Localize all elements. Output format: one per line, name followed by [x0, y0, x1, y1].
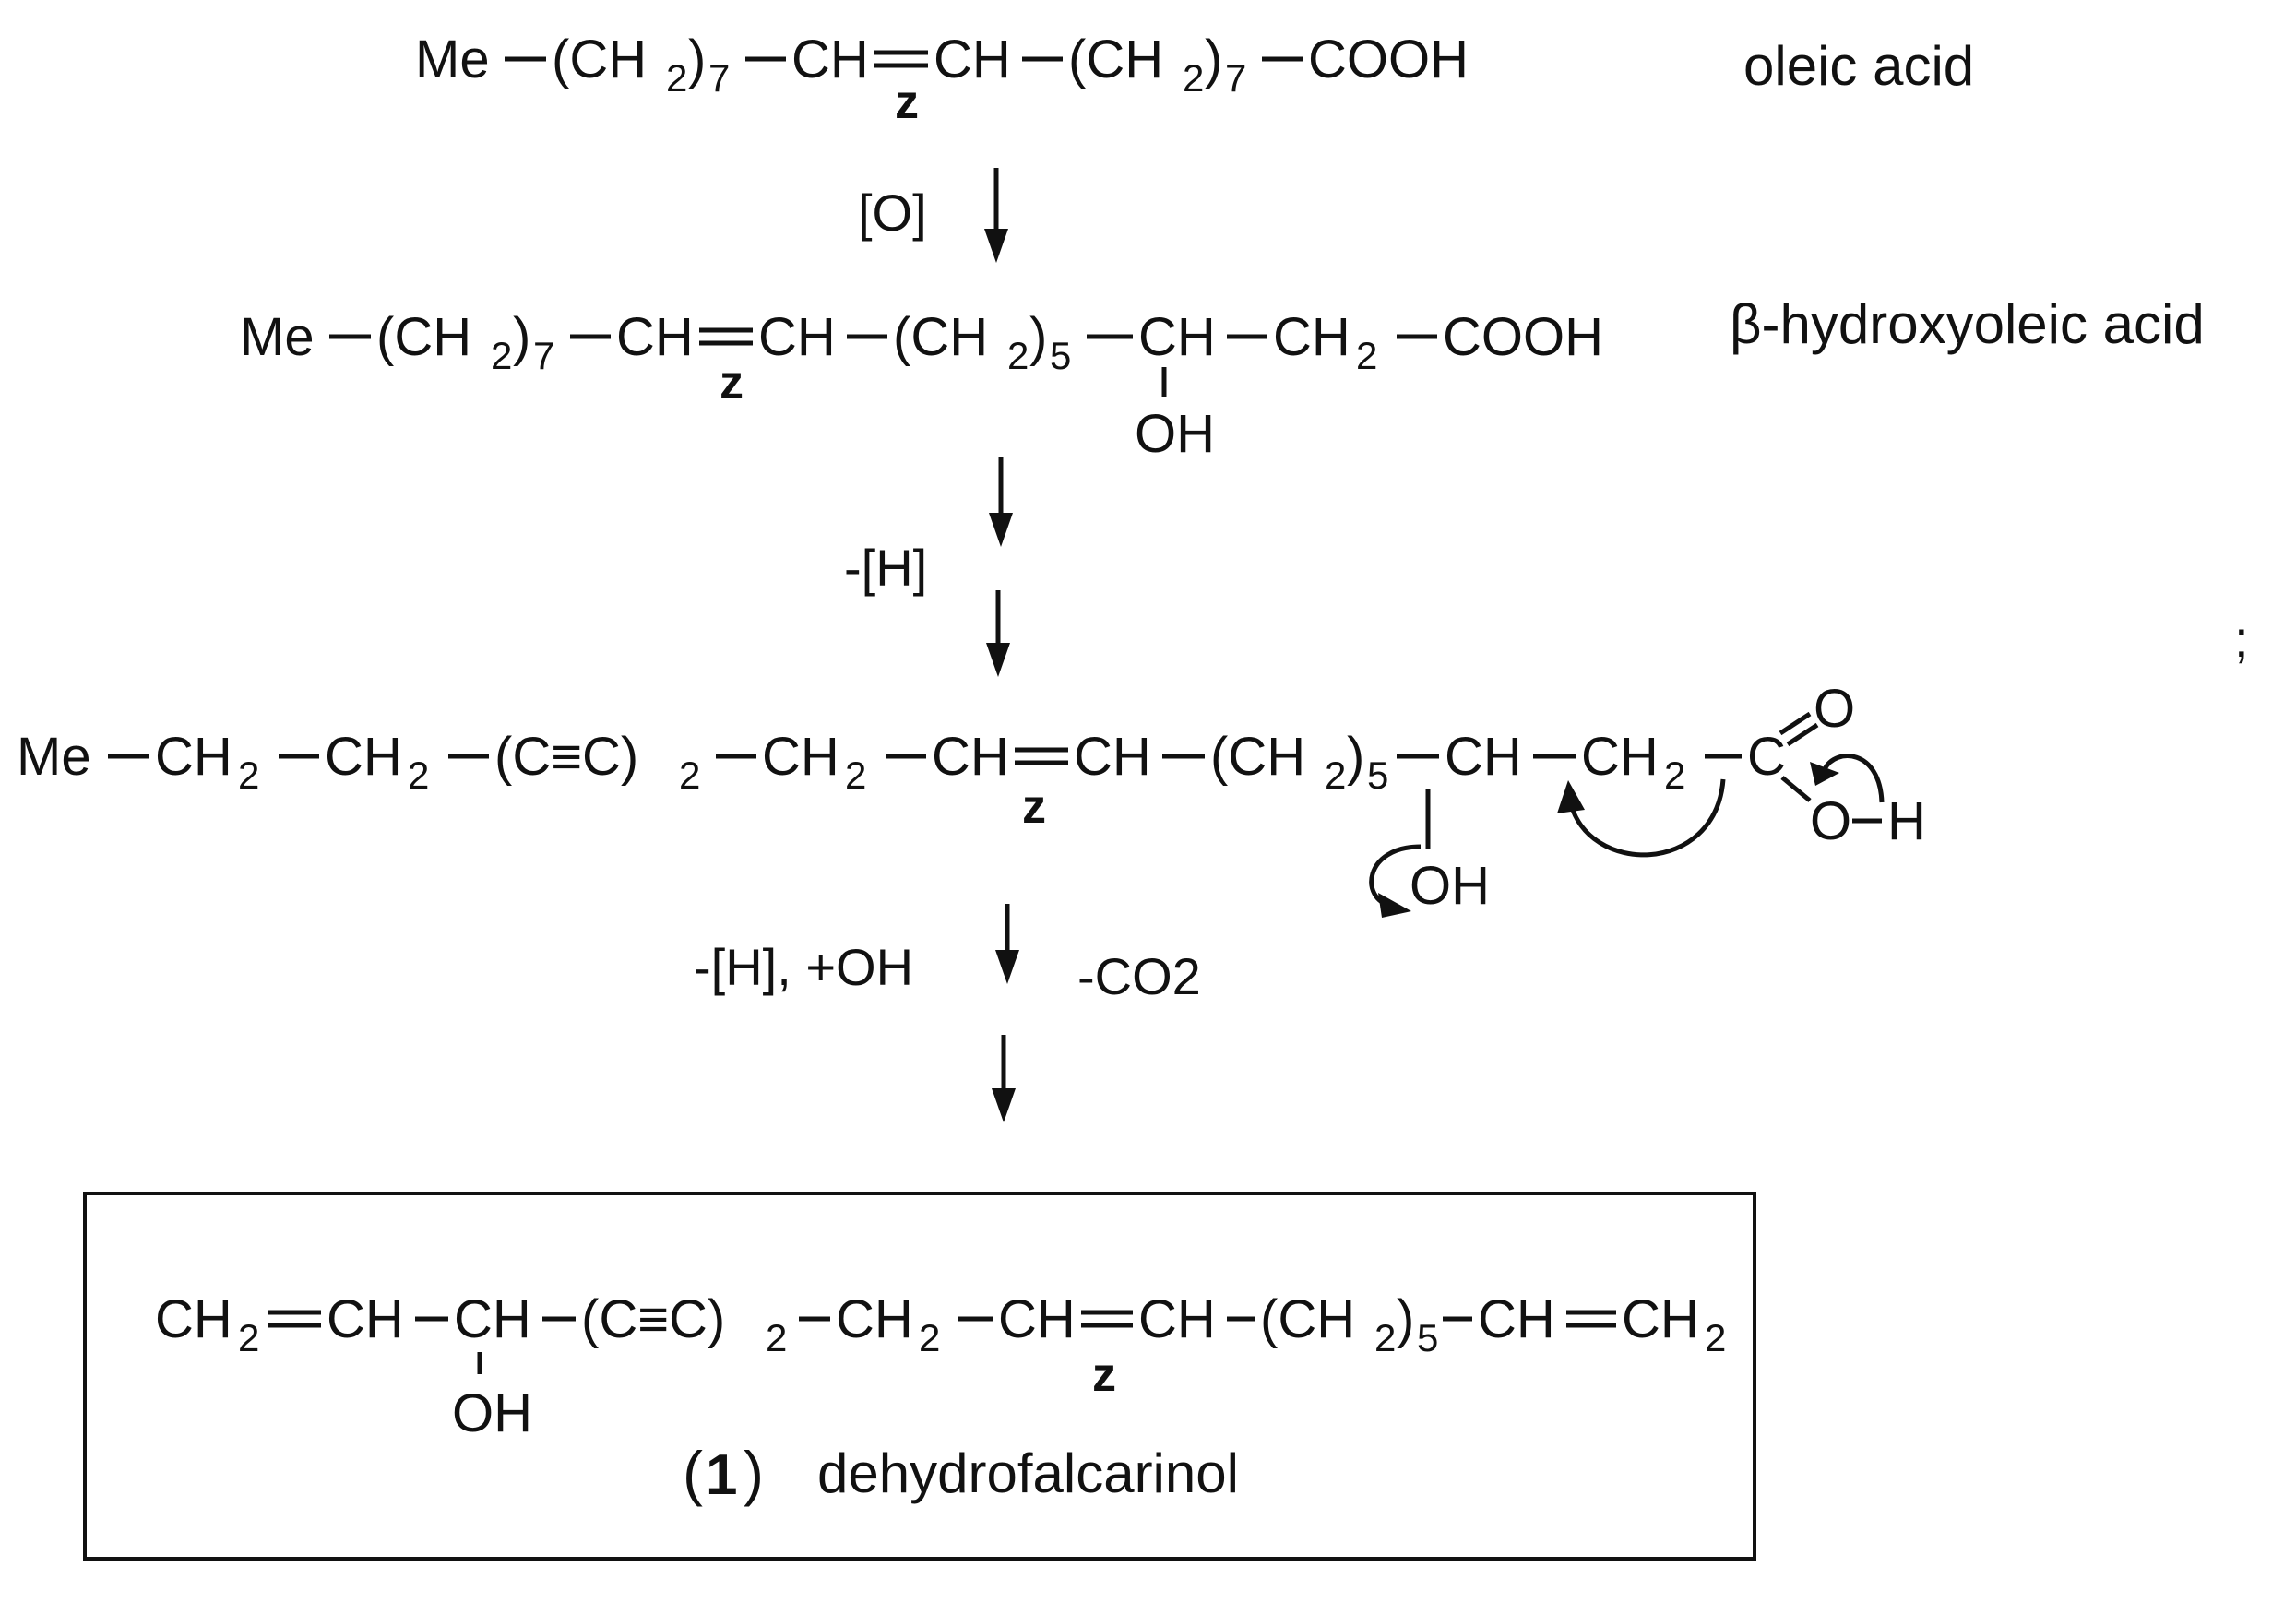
count: 7 [533, 334, 554, 377]
ch-group: CH [758, 307, 836, 367]
z-label: z [1092, 1348, 1116, 1402]
z-label: z [1022, 780, 1046, 834]
ch-group: CH [934, 30, 1011, 89]
paren: ) [688, 30, 706, 89]
z-label: z [720, 356, 744, 409]
count: 7 [1225, 56, 1246, 100]
carbonyl-carbon: C [1747, 727, 1786, 787]
paren: ) [513, 307, 530, 367]
compound-name: dehydrofalcarinol [817, 1442, 1239, 1504]
sub: 2 [1705, 1316, 1726, 1359]
paren: ) [1397, 1289, 1414, 1349]
ch-group: CH [1445, 727, 1522, 787]
intermediate-formula: Me CH 2 CH 2 (C≡C) 2 CH 2 CH z CH (CH 2 … [17, 679, 1926, 916]
oleic-acid-label: oleic acid [1743, 35, 1974, 97]
sub: 2 [1183, 56, 1204, 100]
ch2-group: CH [1581, 727, 1659, 787]
stray-mark: ; [2234, 610, 2249, 668]
diyne-group: (C≡C) [581, 1289, 725, 1349]
sub: 2 [238, 1316, 259, 1359]
ch-group: CH [1138, 1289, 1216, 1349]
sub: 2 [1007, 334, 1029, 377]
ch-group: CH [616, 307, 694, 367]
ch-group: CH [454, 1289, 531, 1349]
z-label: z [895, 76, 919, 129]
count: 5 [1050, 334, 1071, 377]
ch2-group: CH [836, 1289, 913, 1349]
ch2-chain: (CH [1210, 727, 1305, 787]
count: 5 [1367, 754, 1388, 797]
ch-group: CH [1478, 1289, 1555, 1349]
sub: 2 [845, 754, 866, 797]
arrow-step-3a [995, 904, 1019, 984]
sub: 2 [1356, 334, 1377, 377]
sub: 2 [766, 1316, 787, 1359]
svg-text:(: ( [683, 1439, 703, 1507]
carbonyl-oxygen: O [1814, 679, 1855, 739]
ch2-group: CH [325, 727, 402, 787]
cooh-group: COOH [1443, 307, 1603, 367]
count: 7 [708, 56, 730, 100]
ch2-group: CH [155, 1289, 232, 1349]
product-label: ( 1 ) dehydrofalcarinol [683, 1439, 1239, 1507]
reagent-dehydrogenation: -[H] [844, 539, 927, 597]
me-group: Me [17, 727, 91, 787]
hydroxyoleic-acid-formula: Me (CH 2 ) 7 CH z CH (CH 2 ) 5 CH OH CH … [240, 307, 1603, 464]
sub: 2 [1664, 754, 1685, 797]
me-group: Me [240, 307, 315, 367]
sub: 2 [679, 754, 700, 797]
ch2-group: CH [762, 727, 839, 787]
ch-group: CH [932, 727, 1009, 787]
dehydrofalcarinol-formula: CH 2 CH CH OH (C≡C) 2 CH 2 CH z CH (CH 2… [155, 1289, 1726, 1443]
ch2-chain: (CH [376, 307, 471, 367]
me-group: Me [415, 30, 490, 89]
arrow-step-1 [984, 168, 1008, 263]
ch-group: CH [1138, 307, 1216, 367]
diyne-group: (C≡C) [494, 727, 638, 787]
paren: ) [1029, 307, 1047, 367]
ch2-group: CH [1273, 307, 1350, 367]
count: 5 [1417, 1316, 1438, 1359]
oh-group: OH [1135, 404, 1215, 464]
sub: 2 [238, 754, 259, 797]
sub: 2 [1374, 1316, 1396, 1359]
paren: ) [1347, 727, 1364, 787]
sub: 2 [919, 1316, 940, 1359]
curved-arrow-oh [1369, 844, 1422, 918]
sub: 2 [491, 334, 512, 377]
hydroxyl-hydrogen: H [1887, 791, 1926, 851]
arrow-step-2a [989, 457, 1013, 547]
ch2-chain: (CH [552, 30, 647, 89]
ch2-group: CH [155, 727, 232, 787]
reagent-decarboxylation: -CO2 [1077, 947, 1201, 1005]
ch2-chain: (CH [1068, 30, 1163, 89]
oh-group: OH [1410, 856, 1490, 916]
cooh-group: COOH [1308, 30, 1469, 89]
reagent-oxidation-hydroxylation: -[H], +OH [694, 938, 913, 996]
svg-text:): ) [744, 1439, 764, 1507]
ch-group: CH [791, 30, 869, 89]
ch2-group: CH [1622, 1289, 1699, 1349]
sub: 2 [408, 754, 429, 797]
curved-arrow-oh-h [1810, 754, 1885, 803]
ch2-chain: (CH [1260, 1289, 1355, 1349]
arrow-step-3b [992, 1035, 1016, 1122]
oh-group: OH [452, 1383, 532, 1443]
product-box [83, 1192, 1756, 1561]
arrow-step-2b [986, 590, 1010, 677]
ch2-chain: (CH [893, 307, 988, 367]
ch-group: CH [998, 1289, 1076, 1349]
oleic-acid-formula: Me (CH 2 ) 7 CH z CH (CH 2 ) 7 COOH [415, 30, 1469, 129]
sub: 2 [666, 56, 687, 100]
paren: ) [1205, 30, 1222, 89]
curved-arrow-ch2 [1557, 778, 1726, 858]
hydroxyoleic-acid-label: β-hydroxyoleic acid [1730, 293, 2205, 355]
sub: 2 [1325, 754, 1346, 797]
compound-number: 1 [706, 1443, 737, 1507]
reagent-oxidation: [O] [858, 184, 927, 242]
ch-group: CH [1074, 727, 1151, 787]
ch-group: CH [327, 1289, 404, 1349]
hydroxyl-oxygen: O [1810, 791, 1851, 851]
